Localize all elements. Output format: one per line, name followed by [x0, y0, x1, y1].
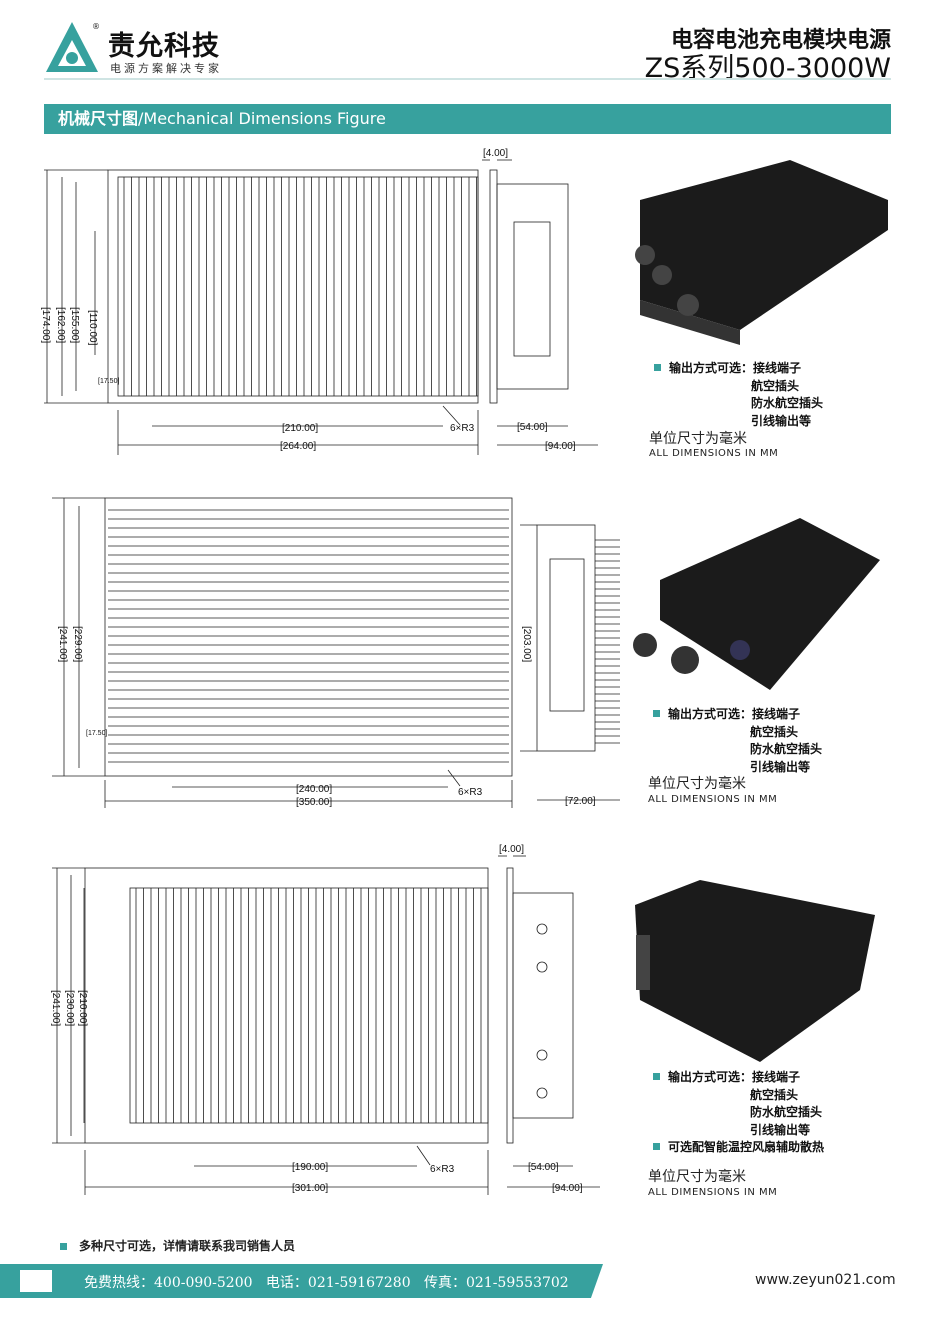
dim-d2: [94.00] — [545, 441, 576, 452]
drawing-3-side-view — [498, 855, 600, 1188]
brand-slogan: 电源方案解决专家 — [110, 62, 222, 75]
dim-w2: [350.00] — [296, 797, 332, 808]
option-item: 引线输出等 — [751, 413, 812, 428]
bullet-icon — [654, 364, 661, 371]
section-title-en: /Mechanical Dimensions Figure — [138, 109, 386, 128]
dim-d1: [54.00] — [528, 1162, 559, 1173]
drawing-2-side-view — [520, 524, 620, 801]
dim-h1: [241.00] — [50, 990, 61, 1026]
dim-w2: [301.00] — [292, 1183, 328, 1194]
dim-h1: [241.00] — [57, 626, 68, 662]
product-photo-2 — [633, 518, 880, 690]
dim-h4: [110.00] — [87, 310, 98, 346]
brand-name: 责允科技 — [108, 31, 220, 62]
option-item: 航空插头 — [750, 1087, 799, 1102]
dim-terminal: [17.50] — [98, 378, 119, 385]
dim-h2: [230.00] — [64, 990, 75, 1026]
section-title-cn: 机械尺寸图 — [58, 109, 139, 128]
dim-h3: [155.00] — [69, 307, 80, 343]
drawing-3-front-view — [52, 867, 489, 1195]
fax: 传真：021-59553702 — [423, 1275, 569, 1291]
unit-note-cn: 单位尺寸为毫米 — [648, 1169, 746, 1185]
product-title: 电容电池充电模块电源 — [670, 28, 891, 53]
unit-note-en: ALL DIMENSIONS IN MM — [648, 1187, 778, 1198]
output-options-1: 输出方式可选：接线端子 航空插头 防水航空插头 引线输出等 — [654, 360, 823, 430]
dim-holes: 6×R3 — [450, 423, 475, 434]
size-note: 多种尺寸可选，详情请联系我司销售人员 — [60, 1237, 295, 1254]
drawing-1-dimension-labels: [4.00] [174.00] [162.00] [155.00] [110.0… — [40, 148, 576, 452]
phone: 电话：021-59167280 — [265, 1275, 411, 1291]
section-title-bar: 机械尺寸图/Mechanical Dimensions Figure — [44, 104, 891, 134]
product-photo-3 — [635, 880, 875, 1062]
dim-d2: [94.00] — [552, 1183, 583, 1194]
drawing-3-dimension-labels: [4.00] [241.00] [230.00] [210.00] [190.0… — [50, 844, 583, 1194]
drawing-1-side-view — [482, 159, 598, 446]
company-logo-icon — [46, 22, 98, 72]
header-divider — [44, 78, 891, 80]
option-item: 引线输出等 — [750, 759, 811, 774]
footer-box — [20, 1270, 52, 1292]
dim-w1: [210.00] — [282, 423, 318, 434]
bullet-icon — [653, 710, 660, 717]
output-options-2: 输出方式可选：接线端子 航空插头 防水航空插头 引线输出等 — [653, 706, 822, 776]
website-link[interactable]: www.zeyun021.com — [755, 1272, 896, 1288]
fan-option: 可选配智能温控风扇辅助散热 — [668, 1140, 825, 1154]
options-label: 输出方式可选： — [669, 361, 754, 375]
dim-h2: [229.00] — [72, 626, 83, 662]
hotline: 免费热线：400-090-5200 — [84, 1275, 253, 1291]
unit-note-cn: 单位尺寸为毫米 — [648, 776, 746, 792]
registered-mark: ® — [92, 22, 100, 31]
drawing-2-front-view — [52, 497, 513, 808]
unit-note-en: ALL DIMENSIONS IN MM — [648, 794, 778, 805]
option-item: 航空插头 — [750, 724, 799, 739]
option-item: 接线端子 — [753, 361, 802, 375]
option-item: 防水航空插头 — [750, 1105, 823, 1119]
dim-h1: [174.00] — [40, 307, 51, 343]
option-item: 防水航空插头 — [751, 396, 824, 410]
size-note-text: 多种尺寸可选，详情请联系我司销售人员 — [79, 1239, 296, 1253]
dim-h2: [162.00] — [55, 307, 66, 343]
option-item: 接线端子 — [752, 1070, 801, 1084]
dim-flange: [4.00] — [483, 148, 508, 159]
dim-d1: [72.00] — [565, 796, 596, 807]
dim-d1: [54.00] — [517, 422, 548, 433]
dim-flange: [4.00] — [499, 844, 524, 855]
dim-side-h: [203.00] — [521, 626, 532, 662]
options-label: 输出方式可选： — [668, 707, 753, 721]
dim-terminal: [17.50] — [86, 730, 107, 737]
dim-w1: [240.00] — [296, 784, 332, 795]
options-label: 输出方式可选： — [668, 1070, 753, 1084]
option-item: 防水航空插头 — [750, 742, 823, 756]
dim-holes: 6×R3 — [458, 787, 483, 798]
option-item: 引线输出等 — [750, 1122, 811, 1137]
drawing-2-dimension-labels: [241.00] [229.00] [17.50] [203.00] [240.… — [57, 626, 596, 808]
bullet-icon — [653, 1143, 660, 1150]
drawing-1-front-view — [44, 169, 479, 455]
product-photo-1 — [635, 160, 888, 345]
unit-note-en: ALL DIMENSIONS IN MM — [649, 448, 779, 459]
dim-h3: [210.00] — [77, 990, 88, 1026]
footer-bar — [0, 1264, 603, 1298]
bullet-icon — [60, 1243, 67, 1250]
dim-w2: [264.00] — [280, 441, 316, 452]
dim-w1: [190.00] — [292, 1162, 328, 1173]
dim-holes: 6×R3 — [430, 1164, 455, 1175]
footer-contacts: 免费热线：400-090-5200 电话：021-59167280 传真：021… — [84, 1272, 569, 1292]
option-item: 航空插头 — [751, 378, 800, 393]
option-item: 接线端子 — [752, 707, 801, 721]
unit-note-cn: 单位尺寸为毫米 — [649, 431, 747, 447]
output-options-3: 输出方式可选：接线端子 航空插头 防水航空插头 引线输出等 可选配智能温控风扇辅… — [653, 1069, 824, 1157]
bullet-icon — [653, 1073, 660, 1080]
